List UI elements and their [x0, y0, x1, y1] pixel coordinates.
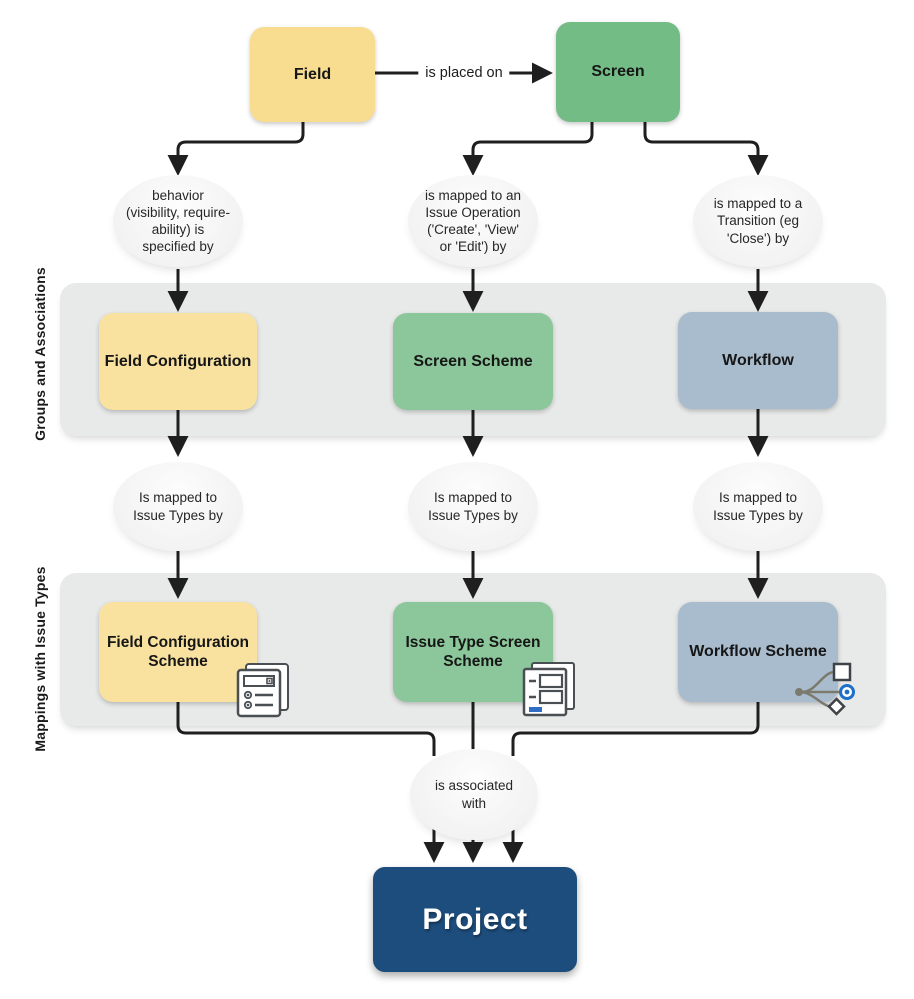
node-field-configuration: Field Configuration [99, 313, 257, 410]
node-workflow: Workflow [678, 312, 838, 409]
relationship-ellipse-associated-with: is associated with [410, 749, 538, 840]
band-label-mappings-with-issue-types: Mappings with Issue Types [32, 566, 48, 752]
checklist-pages-icon [236, 663, 289, 718]
relationship-ellipse-mapped-issue-types-right: Is mapped to Issue Types by [693, 462, 823, 551]
node-issue-type-screen-scheme-label: Issue Type Screen Scheme [405, 633, 541, 670]
node-workflow-label: Workflow [722, 351, 794, 369]
relationship-text: Is mapped to Issue Types by [133, 490, 223, 523]
node-field-label: Field [293, 65, 332, 83]
node-screen-scheme: Screen Scheme [393, 313, 553, 410]
node-screen-scheme-label: Screen Scheme [413, 352, 533, 370]
relationship-text: Is mapped to Issue Types by [713, 490, 803, 523]
relationship-ellipse-transition: is mapped to a Transition (eg 'Close') b… [693, 175, 823, 267]
relationship-text: is mapped to a Transition (eg 'Close') b… [713, 196, 803, 246]
form-pages-icon [522, 662, 575, 717]
relationship-ellipse-mapped-issue-types-left: Is mapped to Issue Types by [113, 462, 243, 551]
node-issue-type-screen-scheme: Issue Type Screen Scheme [393, 602, 553, 702]
node-field-configuration-scheme-label: Field Configuration Scheme [106, 633, 250, 670]
edge-field-to-behavior [167, 122, 305, 176]
edge-screen-to-transition [643, 122, 769, 176]
relationship-text: is mapped to an Issue Operation ('Create… [424, 187, 522, 255]
node-field-configuration-label: Field Configuration [104, 352, 252, 370]
edge-label-is-placed-on: is placed on [418, 65, 510, 81]
relationship-text: is associated with [434, 778, 514, 811]
node-screen-label: Screen [591, 63, 645, 80]
node-project: Project [373, 867, 577, 972]
relationship-ellipse-behavior: behavior (visibility, require- ability) … [113, 175, 243, 267]
relationship-text: Is mapped to Issue Types by [428, 490, 518, 523]
node-screen: Screen [556, 22, 680, 122]
node-workflow-scheme-label: Workflow Scheme [689, 643, 827, 660]
relationship-ellipse-issue-operation: is mapped to an Issue Operation ('Create… [408, 175, 538, 267]
node-project-label: Project [422, 902, 528, 936]
relationship-text: behavior (visibility, require- ability) … [125, 187, 231, 255]
edge-screen-to-issue-operation [462, 122, 594, 176]
workflow-branch-icon [795, 662, 855, 716]
node-field: Field [250, 27, 375, 122]
band-label-groups-and-associations: Groups and Associations [32, 267, 48, 441]
relationship-ellipse-mapped-issue-types-middle: Is mapped to Issue Types by [408, 462, 538, 551]
node-field-configuration-scheme: Field Configuration Scheme [99, 602, 257, 702]
node-workflow-scheme: Workflow Scheme [678, 602, 838, 702]
